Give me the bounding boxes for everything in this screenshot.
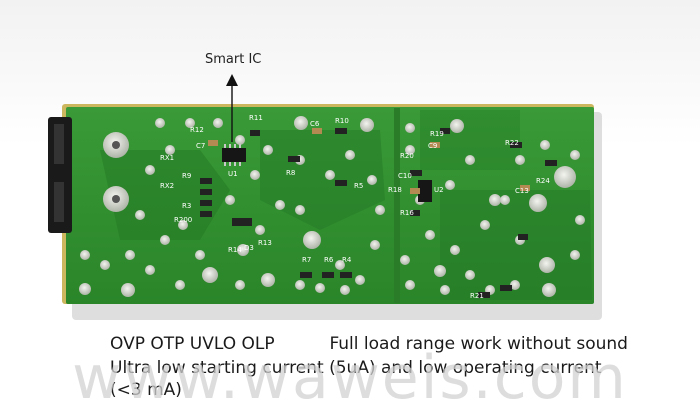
trace-area-1 [100,150,230,240]
watermark: www.waweis.com [72,343,628,413]
label-r14: R14 [228,246,242,254]
label-c13: C13 [515,187,529,195]
label-r12: R12 [190,126,204,134]
label-c7: C7 [196,142,205,150]
caption-line-2: Ultra low starting current (5uA) and low… [110,358,602,378]
label-r20: R20 [400,152,414,160]
protections-caption: OVP OTP UVLO OLP [110,334,275,354]
label-rx1: RX1 [160,154,174,162]
label-r10: R10 [335,117,349,125]
label-c9: C9 [428,142,437,150]
label-r3: R3 [182,202,191,210]
large-pads [79,116,576,297]
label-r16: R16 [400,209,414,217]
label-r200: R200 [174,216,192,224]
label-r22: R22 [505,139,519,147]
label-r18: R18 [388,186,402,194]
silent-caption: Full load range work without sound [329,334,628,354]
isolation-slot [394,108,400,303]
smart-ic-chip [222,148,246,162]
annotation-arrowhead [226,74,238,86]
label-d3: D3 [244,244,254,252]
label-r5: R5 [354,182,363,190]
label-r4: R4 [342,256,352,264]
label-r6: R6 [324,256,334,264]
label-c10: C10 [398,172,412,180]
label-u2: U2 [434,186,444,194]
smart-ic-annotation: Smart IC [205,52,262,67]
label-r13: R13 [258,239,272,247]
trace-area-4 [420,110,520,170]
label-r19: R19 [430,130,444,138]
label-r24: R24 [536,177,550,185]
trace-area-3 [440,190,592,300]
label-c6: C6 [310,120,320,128]
label-r21: R21 [470,292,484,300]
caption-line-3: (<3 mA) [110,380,182,400]
label-u1: U1 [228,170,238,178]
label-r8: R8 [286,169,295,177]
smd-components [200,128,557,298]
label-rx2: RX2 [160,182,174,190]
silkscreen-labels: R12 R11 C7 U1 C6 R10 R8 RX1 RX2 R9 R3 R2… [160,114,550,300]
caption-line-1: OVP OTP UVLO OLP Full load range work wi… [110,334,628,354]
label-r11: R11 [249,114,263,122]
label-r7: R7 [302,256,311,264]
label-r9: R9 [182,172,191,180]
